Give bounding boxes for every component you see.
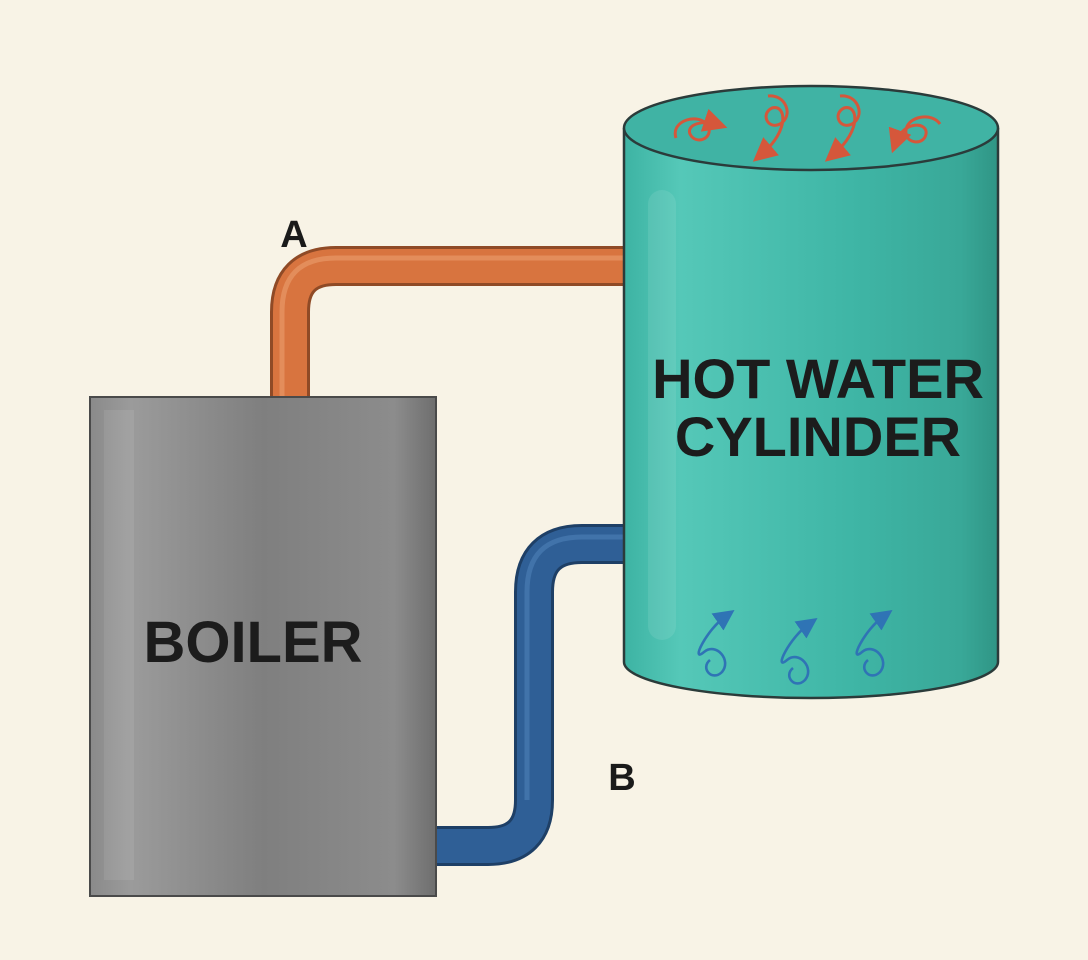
hot-swirl-icon — [824, 94, 861, 162]
cold-swirl-icon — [697, 610, 735, 677]
cylinder-top — [622, 84, 1000, 172]
cold-swirl-icon — [780, 618, 818, 685]
cold-swirl-icon — [855, 610, 893, 677]
hot-swirl-icon — [752, 94, 789, 162]
boiler: BOILER — [89, 396, 437, 897]
pipe-b — [434, 524, 626, 866]
hot-swirl-icon — [673, 108, 728, 142]
hot-swirl-icon — [888, 115, 942, 154]
hot-water-cylinder: HOT WATER CYLINDER — [622, 84, 1000, 700]
hot-swirl-icons — [673, 94, 942, 162]
cold-swirl-icons — [697, 610, 893, 685]
pipe-b-label: B — [608, 757, 635, 799]
pipe-a — [270, 246, 626, 398]
cylinder-label-line1: HOT WATER — [652, 347, 984, 410]
cylinder-label-line2: CYLINDER — [675, 405, 961, 468]
pipe-a-label: A — [280, 214, 307, 256]
boiler-label: BOILER — [143, 610, 362, 675]
